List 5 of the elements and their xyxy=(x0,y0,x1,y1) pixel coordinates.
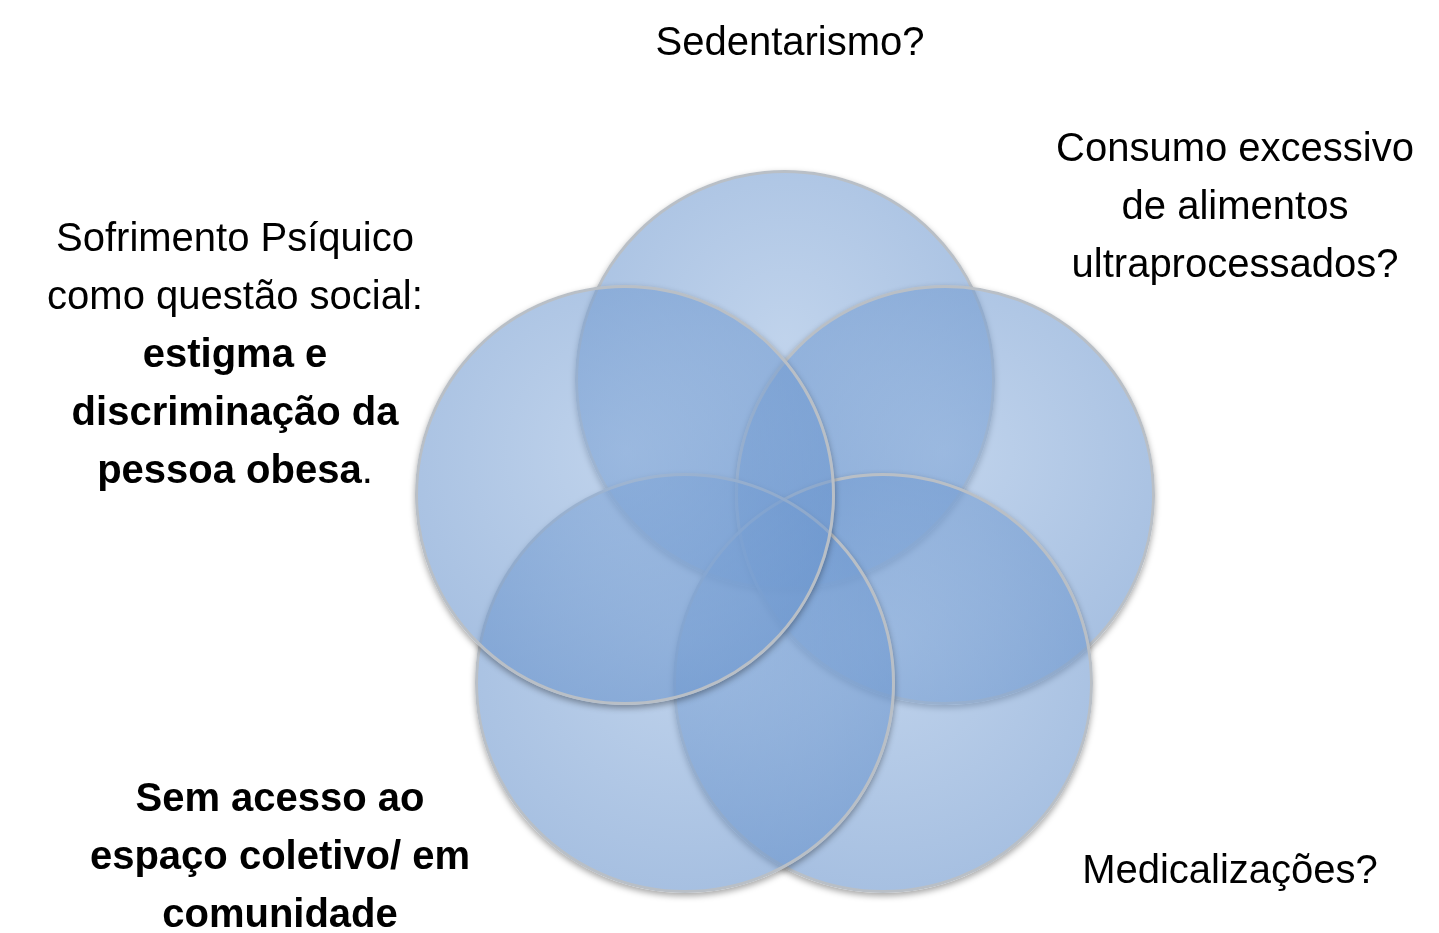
circle-caption: Medicalizações? xyxy=(1081,846,1379,893)
circle-caption: Sofrimento Psíquico como questão social: estigma e discriminação da pessoa obesa. xyxy=(46,214,424,493)
circle-caption: Sedentarismo? xyxy=(654,18,926,65)
circle-caption: Consumo excessivo de alimentos ultraprocessados? xyxy=(1055,124,1415,287)
circle-caption: Sem acesso ao espaço coletivo/ em comunidade xyxy=(88,774,472,933)
